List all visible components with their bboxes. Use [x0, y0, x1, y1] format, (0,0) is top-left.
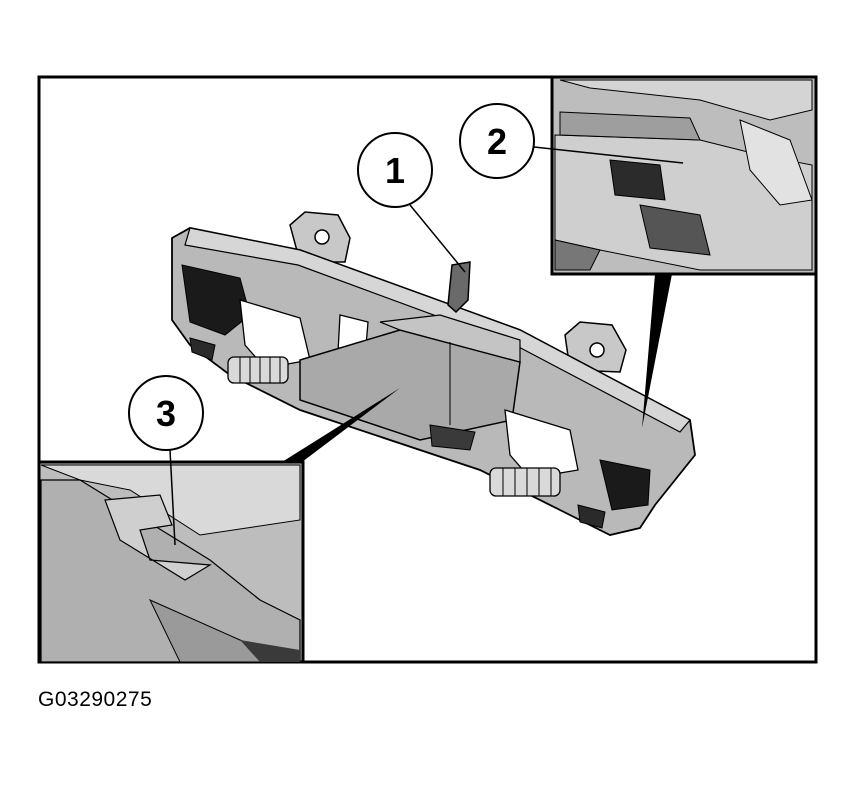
bracket-lower-center-foot — [429, 424, 476, 451]
bracket-lower-right-foot — [577, 504, 606, 529]
callout-2: 2 — [459, 103, 684, 179]
bracket-left-mount-hole — [314, 229, 330, 245]
bracket-right-pocket — [599, 459, 651, 511]
bracket-left-pocket — [181, 264, 251, 336]
right-spring — [489, 467, 561, 497]
callout-3: 3 — [128, 375, 204, 546]
detail-inset-3 — [37, 388, 400, 664]
callout-1-number: 1 — [385, 150, 405, 191]
bracket-top-rail — [184, 227, 691, 433]
callout-2-number: 2 — [487, 121, 507, 162]
bracket-lower-left-foot — [189, 337, 216, 361]
bracket-center-cover-top — [379, 314, 521, 363]
bracket-assembly — [171, 211, 696, 536]
figure-id-label: G03290275 — [38, 688, 153, 711]
callout-2-circle — [459, 103, 535, 179]
bracket-right-mount-hole — [589, 342, 605, 358]
callout-3-leader — [169, 449, 176, 546]
callout-1-circle — [357, 132, 433, 208]
callout-1-leader — [409, 204, 466, 273]
latch-clip — [447, 261, 471, 314]
callout-3-number: 3 — [156, 393, 176, 434]
callout-3-circle — [128, 375, 204, 451]
left-spring — [227, 356, 289, 384]
callout-1: 1 — [357, 132, 466, 273]
detail-inset-2 — [550, 75, 818, 428]
callout-2-leader — [533, 146, 684, 164]
